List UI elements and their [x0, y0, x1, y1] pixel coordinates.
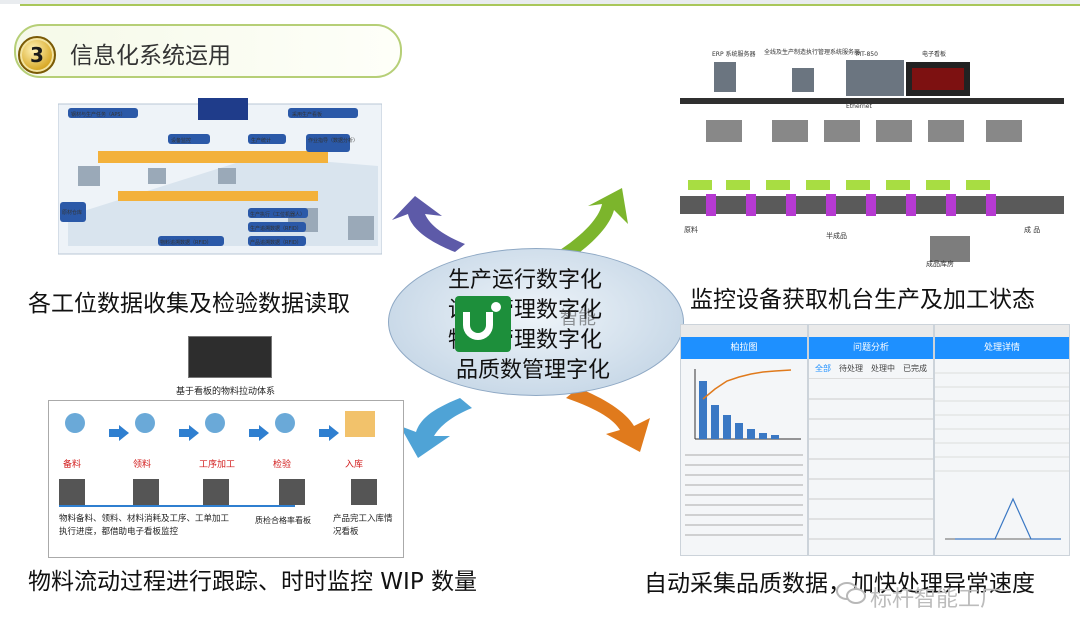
- phone-screen-analysis: 问题分析 全部 待处理 处理中 已完成: [808, 324, 934, 556]
- flow-note-right: 产品完工入库情况看板: [333, 514, 393, 537]
- logo-overlay-text: 智能: [560, 308, 596, 329]
- diagram-label: 采用生产看板: [292, 111, 322, 118]
- top-right-diagram: ERP 系统服务器 全线及生产制造执行管理系统服务器 MT-850 电子看板 E…: [676, 46, 1068, 268]
- section-title-pill: [14, 24, 402, 78]
- diagram-label: 半成品: [826, 231, 847, 240]
- pareto-chart-thumbnail: [685, 369, 803, 536]
- center-line-4: 品质数管理字化: [456, 358, 611, 383]
- diagram-label: 原材仓库: [62, 209, 82, 216]
- diagram-label: 生产统计: [251, 137, 271, 144]
- top-accent-line: [20, 4, 1080, 6]
- issue-list-thumbnail: [809, 398, 933, 540]
- diagram-label: 电子看板: [922, 50, 946, 58]
- stage-label: 备料: [63, 458, 81, 470]
- section-title: 信息化系统运用: [70, 43, 231, 69]
- diagram-label: ERP 系统服务器: [712, 50, 756, 58]
- caption-bottom-left: 物料流动过程进行跟踪、时时监控 WIP 数量: [28, 564, 508, 600]
- network-monitoring-illustration: ERP 系统服务器 全线及生产制造执行管理系统服务器 MT-850 电子看板 E…: [680, 48, 1064, 268]
- board-title: 基于看板的物料拉动体系: [176, 387, 276, 397]
- detail-form-thumbnail: [935, 372, 1069, 540]
- diagram-label: 设备监控: [171, 137, 191, 144]
- status-bar: [809, 325, 933, 337]
- center-cloud: [388, 248, 684, 396]
- kanban-board-image: [188, 336, 272, 378]
- caption-top-right: 监控设备获取机台生产及加工状态: [690, 287, 1035, 313]
- diagram-label: 成品库房: [926, 259, 954, 268]
- factory-line-illustration: 钢材与生产任务（APS） 采用生产看板 设备监控 生产统计 作业指导（数据分析）…: [57, 98, 383, 255]
- screen-title: 问题分析: [809, 337, 933, 359]
- stage-label: 领料: [133, 458, 151, 470]
- diagram-label: 作业指导（数据分析）: [308, 137, 358, 144]
- diagram-label: 原料: [684, 225, 698, 234]
- stage-label: 工序加工: [199, 458, 235, 470]
- diagram-label: MT-850: [856, 51, 878, 58]
- diagram-label: 产品追溯数据（RFID）: [250, 239, 302, 246]
- diagram-label: Ethernet: [846, 103, 872, 110]
- diagram-label: 钢材与生产任务（APS）: [71, 111, 126, 118]
- diagram-label: 生产追溯数据（RFID）: [250, 225, 302, 232]
- tab-bar: 全部 待处理 处理中 已完成: [809, 359, 933, 379]
- diagram-label: 全线及生产制造执行管理系统服务器: [764, 48, 860, 56]
- watermark-text: 标杆智能工厂: [870, 587, 1003, 612]
- step-number-badge: 3: [18, 36, 56, 74]
- material-flow-illustration: 备料 领料 工序加工 检验 入库 物料备料、领料、材料消耗及工序、工单加工执行进…: [59, 411, 393, 537]
- arrow-green-icon: [560, 188, 628, 258]
- diagram-label: 物料追溯数据（RFID）: [160, 239, 212, 246]
- arrow-purple-icon: [392, 196, 465, 252]
- diagram-label: 生产执行（工位机器人）: [250, 211, 305, 218]
- tab-done[interactable]: 已完成: [903, 364, 927, 373]
- screen-title: 处理详情: [935, 337, 1069, 359]
- screen-title: 柏拉图: [681, 337, 807, 359]
- caption-top-left: 各工位数据收集及检验数据读取: [28, 291, 350, 317]
- bottom-left-diagram: 备料 领料 工序加工 检验 入库 物料备料、领料、材料消耗及工序、工单加工执行进…: [48, 400, 404, 558]
- diagram-label: 成 品: [1024, 225, 1040, 234]
- step-number: 3: [30, 43, 44, 67]
- tab-processing[interactable]: 处理中: [871, 364, 895, 373]
- center-line-1: 生产运行数字化: [448, 268, 603, 293]
- flow-note-mid: 质检合格率看板: [255, 515, 311, 525]
- tab-all[interactable]: 全部: [815, 364, 831, 373]
- stage-label: 入库: [345, 458, 363, 470]
- wechat-icon: [836, 582, 866, 604]
- status-bar: [935, 325, 1069, 337]
- arrow-orange-icon: [566, 388, 650, 452]
- top-bar: [0, 0, 1080, 4]
- phone-screen-pareto: 柏拉图: [680, 324, 808, 556]
- tab-pending[interactable]: 待处理: [839, 364, 863, 373]
- phone-screen-detail: 处理详情: [934, 324, 1070, 556]
- status-bar: [681, 325, 807, 337]
- top-left-diagram: 钢材与生产任务（APS） 采用生产看板 设备监控 生产统计 作业指导（数据分析）…: [57, 96, 383, 256]
- arrow-blue-icon: [400, 398, 472, 458]
- flow-note-left: 物料备料、领料、材料消耗及工序、工单加工执行进度，都借助电子看板监控: [59, 514, 229, 537]
- caption-bottom-left-text: 物料流动过程进行跟踪、时时监控 WIP 数量: [28, 569, 478, 595]
- brand-logo-icon: [455, 296, 511, 352]
- caption-bottom-right: 自动采集品质数据，加快处理异常速度: [644, 564, 1035, 598]
- stage-label: 检验: [273, 458, 291, 470]
